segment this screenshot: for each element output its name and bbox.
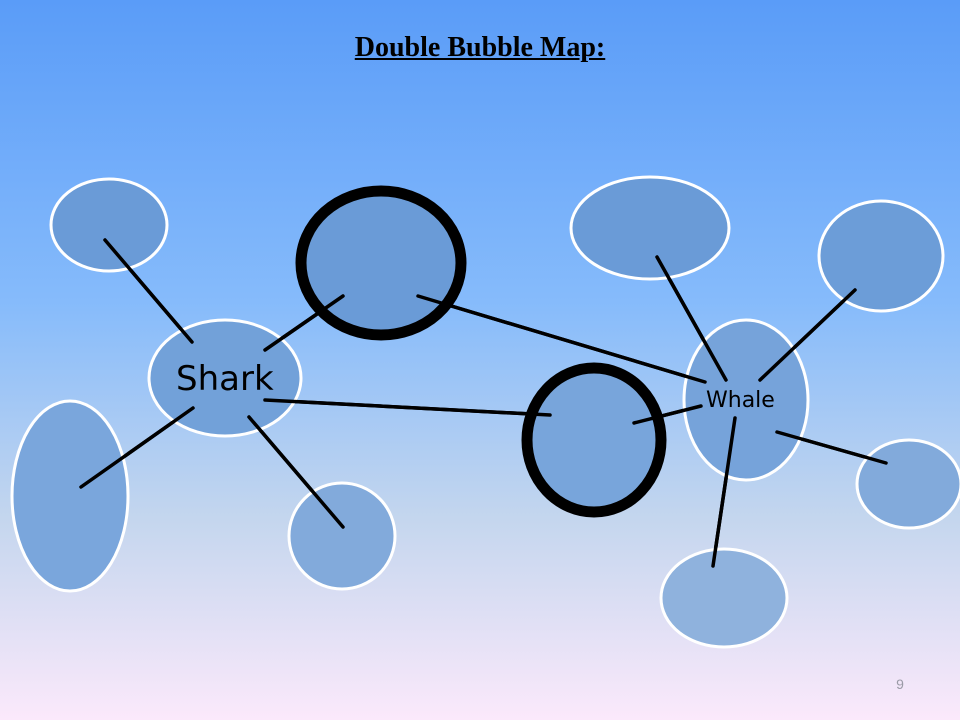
connector-overlay-whale-shared-2 (632, 404, 703, 425)
connector-overlay-whale-3 (775, 430, 888, 465)
connector-overlay-shark-1 (103, 238, 194, 344)
page-number: 9 (896, 676, 904, 692)
connector-overlay-whale-1 (655, 255, 728, 382)
connector-overlay-shark-shared-2 (263, 398, 552, 417)
connector-overlay-shark-3 (247, 415, 345, 529)
slide-title: Double Bubble Map: (354, 32, 606, 63)
whale-attribute-bubble-4 (659, 547, 789, 649)
shark-topic-bubble (147, 318, 303, 438)
whale-attribute-bubble-3 (855, 438, 960, 530)
whale-attribute-bubble-2 (817, 199, 945, 313)
shark-attribute-bubble-2 (10, 399, 130, 593)
shark-topic-label: Shark (176, 359, 274, 399)
connector-overlay-whale-2 (758, 288, 857, 382)
shark-attribute-bubble-1 (49, 177, 169, 273)
connector-overlay-whale-shared-1 (416, 294, 707, 384)
shared-similarity-bubble-2 (521, 362, 667, 518)
shared-similarity-bubble-1 (295, 185, 467, 341)
connector-overlays (79, 238, 888, 568)
whale-attribute-bubble-1 (569, 175, 731, 281)
connector-overlay-shark-shared-1 (263, 294, 345, 352)
connector-overlay-whale-4 (711, 416, 737, 568)
connector-overlay-shark-2 (79, 406, 195, 489)
shark-attribute-bubble-3 (287, 481, 397, 591)
whale-topic-label: Whale (706, 388, 775, 413)
